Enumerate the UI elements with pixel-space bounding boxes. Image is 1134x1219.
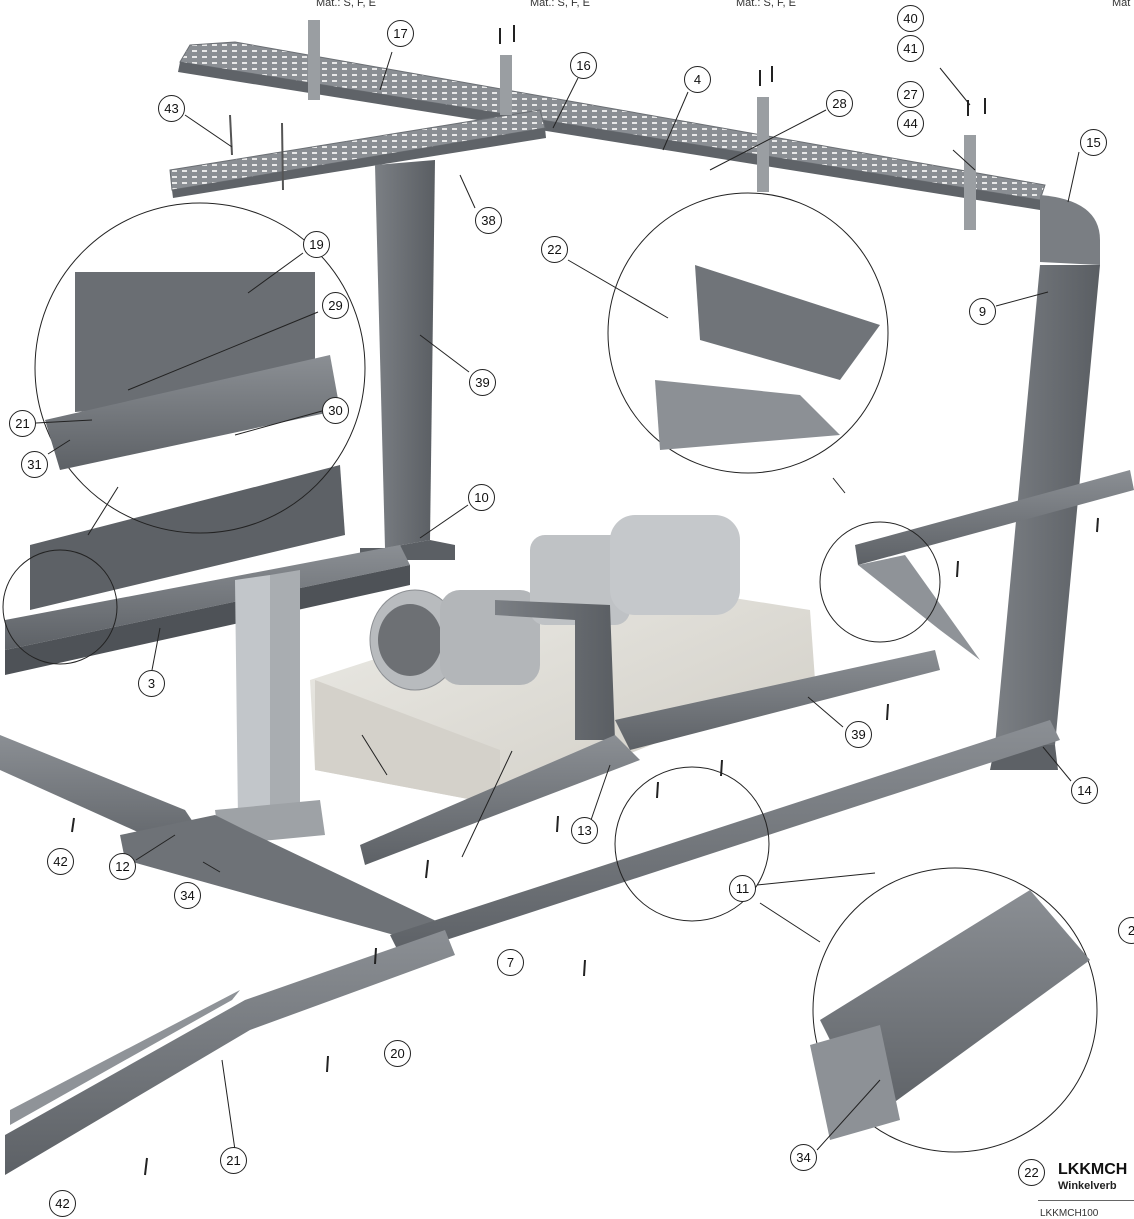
- callout-28: 28: [826, 90, 853, 117]
- callout-4: 4: [684, 66, 711, 93]
- callout-31: 31: [21, 451, 48, 478]
- callout-13: 13: [571, 817, 598, 844]
- callout-20: 20: [384, 1040, 411, 1067]
- detail-circles: [2, 192, 1098, 1153]
- steel-column: [215, 570, 325, 845]
- material-label: Mat: [1112, 0, 1131, 9]
- callout-9: 9: [969, 298, 996, 325]
- callout-34: 34: [790, 1144, 817, 1171]
- callout-12: 12: [109, 853, 136, 880]
- callout-21: 21: [220, 1147, 247, 1174]
- center-ducts: [360, 600, 940, 865]
- callout-42: 42: [47, 848, 74, 875]
- callout-30: 30: [322, 397, 349, 424]
- anchor-bolts: [71, 25, 1099, 1176]
- callout-21: 21: [9, 410, 36, 437]
- callout-43: 43: [158, 95, 185, 122]
- callout-38: 38: [475, 207, 502, 234]
- material-label: Mat.: S, F, E: [316, 0, 376, 9]
- callout-15: 15: [1080, 129, 1107, 156]
- callout-42: 42: [49, 1190, 76, 1217]
- product-badge: 22: [1018, 1159, 1045, 1186]
- material-label: Mat.: S, F, E: [530, 0, 590, 9]
- callout-16: 16: [570, 52, 597, 79]
- callout-39: 39: [469, 369, 496, 396]
- callout-11: 11: [729, 875, 756, 902]
- product-subtitle: Winkelverb: [1058, 1180, 1117, 1192]
- leader-lines: [35, 51, 1080, 1151]
- floor-ducts: [0, 720, 1060, 1175]
- callout-19: 19: [303, 231, 330, 258]
- callout-39: 39: [845, 721, 872, 748]
- callout-27: 27: [897, 81, 924, 108]
- product-code: LKKMCH100: [1040, 1208, 1099, 1219]
- footer-divider: [1038, 1200, 1134, 1201]
- callout-3: 3: [138, 670, 165, 697]
- callout-14: 14: [1071, 777, 1098, 804]
- callout-34: 34: [174, 882, 201, 909]
- right-duct-with-cover: [855, 470, 1134, 660]
- left-duct-with-cover: [5, 465, 410, 675]
- detail-contents: [45, 265, 1090, 1140]
- callout-41: 41: [897, 35, 924, 62]
- callout-29: 29: [322, 292, 349, 319]
- motor-on-concrete-base: [310, 515, 815, 805]
- callout-10: 10: [468, 484, 495, 511]
- product-title: LKKMCH: [1058, 1161, 1128, 1178]
- callout-17: 17: [387, 20, 414, 47]
- callout-40: 40: [897, 5, 924, 32]
- callout-44: 44: [897, 110, 924, 137]
- material-label: Mat.: S, F, E: [736, 0, 796, 9]
- top-cable-tray: [169, 20, 1046, 230]
- callout-7: 7: [497, 949, 524, 976]
- callout-22: 22: [541, 236, 568, 263]
